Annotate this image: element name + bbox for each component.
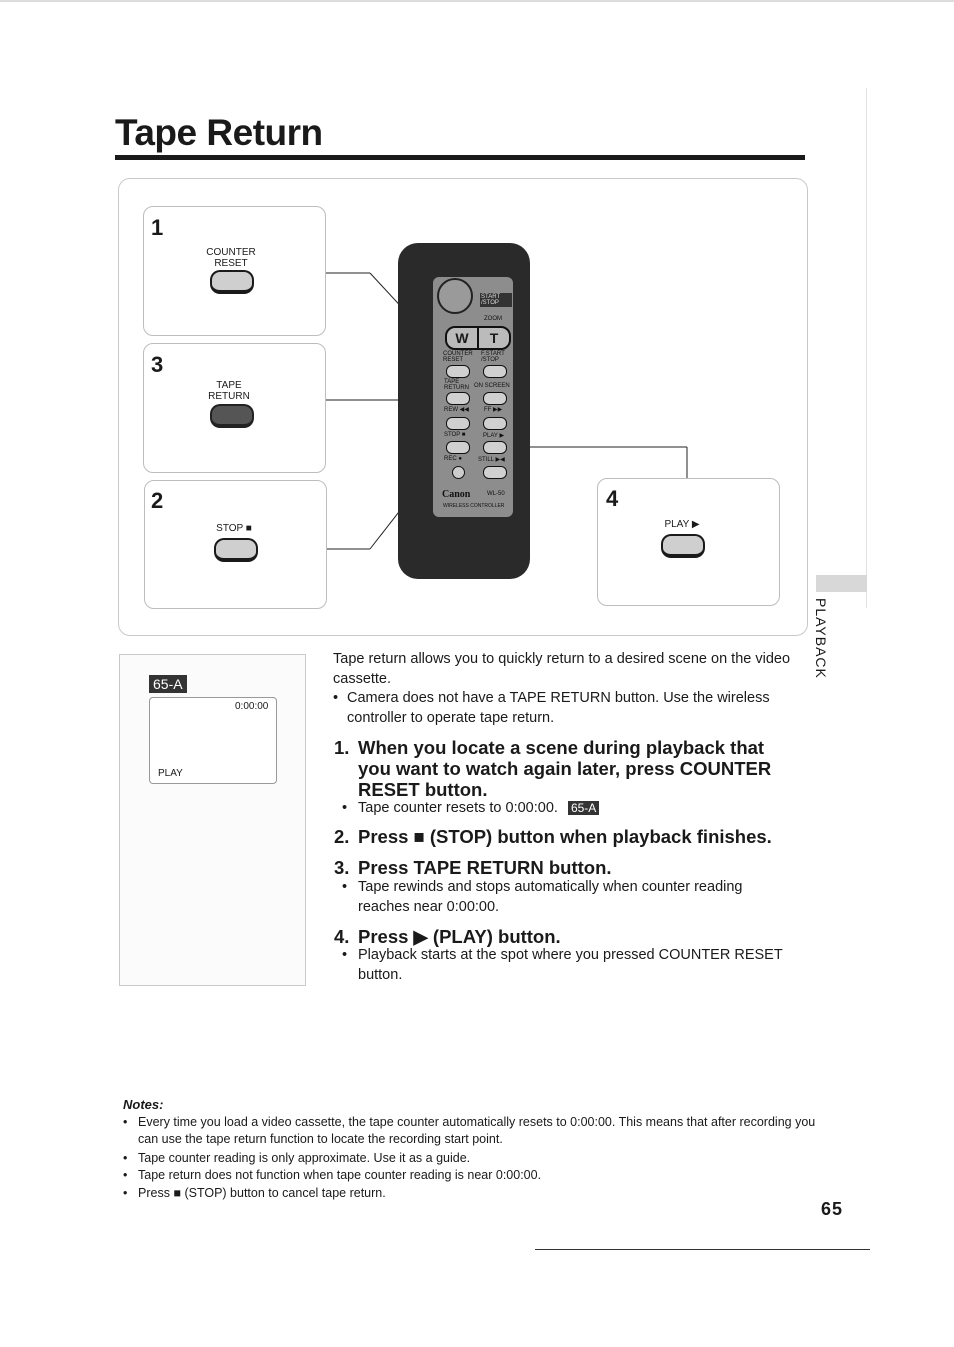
remote-stop-label: STOP ■ bbox=[444, 432, 466, 438]
step-number: 3 bbox=[151, 352, 164, 377]
zoom-rocker[interactable]: W T bbox=[445, 326, 511, 350]
start-stop-button[interactable]: START /STOP bbox=[480, 293, 512, 307]
remote-play-button[interactable] bbox=[483, 441, 507, 454]
step-1-heading: 1. When you locate a scene during playba… bbox=[334, 737, 772, 800]
step-4-heading: 4. Press ▶ (PLAY) button. bbox=[334, 926, 561, 947]
viewfinder-screen bbox=[149, 697, 277, 784]
step-4-bullet: •Playback starts at the spot where you p… bbox=[342, 947, 783, 983]
screen-badge: 65-A bbox=[149, 675, 187, 693]
remote-rew-label: REW ◀◀ bbox=[444, 407, 469, 413]
zoom-wide[interactable]: W bbox=[447, 328, 479, 348]
step-number: 2 bbox=[151, 488, 164, 513]
screen-counter: 0:00:00 bbox=[235, 701, 269, 712]
remote-fstart-button[interactable] bbox=[483, 365, 507, 378]
remote-rew-button[interactable] bbox=[446, 417, 470, 430]
remote-on-screen-label: ON SCREEN bbox=[474, 383, 510, 389]
step-3-bullet: •Tape rewinds and stops automatically wh… bbox=[342, 879, 743, 915]
section-side-label: PLAYBACK bbox=[813, 598, 829, 679]
remote-caption: WIRELESS CONTROLLER bbox=[443, 503, 505, 509]
top-edge-line bbox=[0, 0, 954, 2]
note-item: •Tape return does not function when tape… bbox=[123, 1168, 542, 1182]
note-item: •Tape counter reading is only approximat… bbox=[123, 1151, 471, 1165]
step-number: 1 bbox=[151, 215, 164, 240]
remote-model: WL-50 bbox=[487, 491, 505, 497]
tape-return-button[interactable] bbox=[210, 404, 254, 428]
play-button[interactable] bbox=[661, 534, 705, 558]
zoom-label: ZOOM bbox=[484, 316, 502, 322]
remote-rec-button[interactable] bbox=[452, 466, 465, 479]
intro-paragraph: Tape return allows you to quickly return… bbox=[333, 651, 791, 687]
remote-brand-logo: Canon bbox=[442, 489, 471, 500]
stop-button[interactable] bbox=[214, 538, 258, 562]
screen-mode: PLAY bbox=[158, 768, 183, 779]
remote-ff-button[interactable] bbox=[483, 417, 507, 430]
remote-counter-reset-label: COUNTER RESET bbox=[443, 351, 473, 363]
counter-reset-button[interactable] bbox=[210, 270, 254, 294]
step-3-heading: 3. Press TAPE RETURN button. bbox=[334, 857, 612, 878]
remote-tape-return-button[interactable] bbox=[446, 392, 470, 405]
diagram-frame bbox=[118, 178, 808, 636]
page-title: Tape Return bbox=[115, 112, 323, 153]
remote-counter-reset-button[interactable] bbox=[446, 365, 470, 378]
zoom-tele[interactable]: T bbox=[489, 330, 499, 346]
page-number: 65 bbox=[821, 1199, 844, 1219]
margin-rule bbox=[866, 88, 867, 608]
step-1-bullet: •Tape counter resets to 0:00:00. 65-A bbox=[342, 799, 788, 819]
remote-still-label: STILL ▶◀ bbox=[478, 457, 505, 463]
play-label: PLAY ▶ bbox=[664, 519, 700, 530]
step-number: 4 bbox=[606, 486, 619, 511]
remote-fstart-label: F.START /STOP bbox=[481, 351, 505, 363]
step-2-heading: 2. Press ■ (STOP) button when playback f… bbox=[334, 826, 772, 847]
side-tab bbox=[816, 575, 867, 592]
remote-rec-label: REC ● bbox=[444, 456, 462, 462]
title-underline bbox=[115, 155, 805, 160]
notes-title: Notes: bbox=[123, 1097, 164, 1112]
stop-label: STOP ■ bbox=[216, 523, 252, 534]
remote-still-button[interactable] bbox=[483, 466, 507, 479]
remote-tape-return-label: TAPE RETURN bbox=[444, 379, 469, 391]
note-item: •Every time you load a video cassette, t… bbox=[123, 1115, 816, 1146]
remote-play-label: PLAY ▶ bbox=[483, 433, 505, 439]
intro-bullet: •Camera does not have a TAPE RETURN butt… bbox=[333, 690, 770, 726]
step-1-badge: 65-A bbox=[567, 801, 600, 815]
note-item: •Press ■ (STOP) button to cancel tape re… bbox=[123, 1186, 386, 1200]
remote-ff-label: FF ▶▶ bbox=[484, 407, 503, 413]
ir-window-icon bbox=[437, 278, 473, 314]
remote-stop-button[interactable] bbox=[446, 441, 470, 454]
remote-on-screen-button[interactable] bbox=[483, 392, 507, 405]
footer-rule bbox=[535, 1249, 870, 1250]
